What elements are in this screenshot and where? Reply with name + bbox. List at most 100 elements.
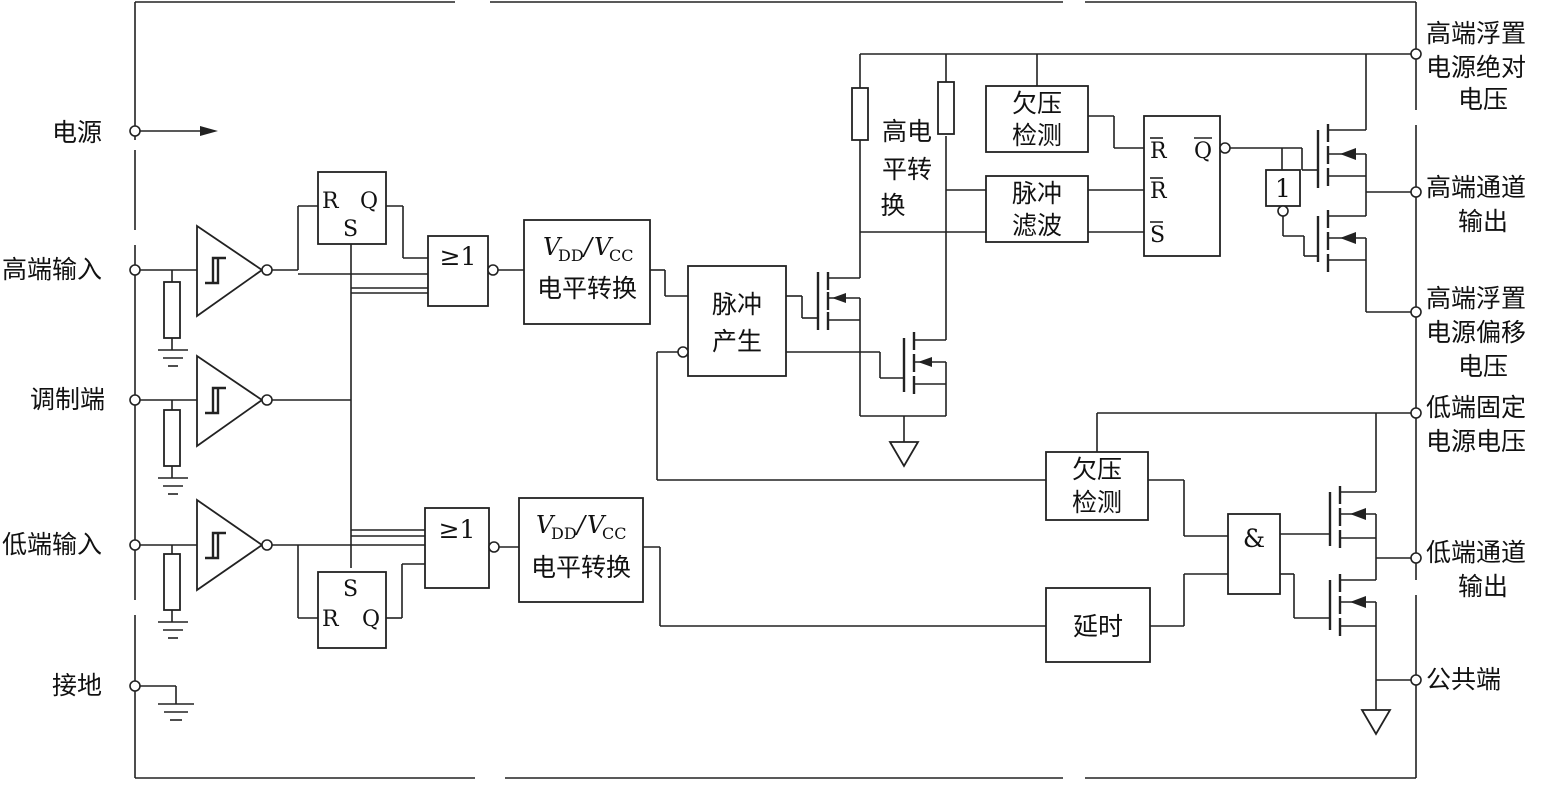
svg-text:高端浮置: 高端浮置: [1426, 284, 1526, 313]
svg-text:Q: Q: [362, 607, 380, 632]
arrow-icon: [200, 126, 218, 136]
pin-power: [129, 125, 141, 137]
pin-high-float-offset: [1410, 306, 1422, 318]
not-gate: [1265, 169, 1301, 207]
svg-text:S: S: [1150, 223, 1165, 248]
svg-text:电源绝对: 电源绝对: [1426, 53, 1526, 82]
level-shift-low: [518, 497, 644, 603]
svg-text:高端浮置: 高端浮置: [1426, 19, 1526, 48]
delay-block: [1045, 587, 1151, 663]
svg-text:电平转换: 电平转换: [537, 274, 637, 303]
input-stage-low: [140, 498, 273, 639]
input-stage-high: [140, 224, 273, 367]
resistor-icon: [163, 409, 181, 467]
svg-text:欠压: 欠压: [1012, 89, 1062, 118]
svg-text:/: /: [582, 233, 595, 261]
svg-text:DD: DD: [558, 246, 584, 265]
rs-latch-low: [317, 571, 387, 649]
svg-text:输出: 输出: [1458, 207, 1508, 236]
pulse-filter: [985, 175, 1089, 243]
svg-text:R: R: [322, 607, 340, 632]
svg-text:高电: 高电: [882, 117, 932, 146]
low-side-mosfet-pair: [1328, 413, 1416, 710]
svg-text:滤波: 滤波: [1012, 211, 1062, 240]
ground-icon: [888, 441, 920, 468]
svg-text:欠压: 欠压: [1072, 455, 1122, 484]
resistor-icon: [163, 553, 181, 611]
resistor-icon: [163, 281, 181, 339]
and-gate: [1227, 513, 1281, 595]
resistor-icon: [851, 87, 869, 141]
pin-low-fixed-supply: [1410, 407, 1422, 419]
pulse-generator: [687, 265, 787, 377]
svg-text:DD: DD: [551, 524, 577, 543]
svg-text:R: R: [1150, 139, 1168, 164]
pin-label-power: 电源: [52, 118, 102, 147]
svg-text:V: V: [587, 511, 607, 539]
svg-text:公共端: 公共端: [1426, 665, 1501, 694]
pin-ground: [129, 680, 141, 692]
or-gate-low: [424, 507, 490, 589]
ground-icon: [1360, 709, 1392, 736]
svg-text:≥1: ≥1: [440, 242, 477, 271]
hv-mosfet-2: [786, 136, 947, 416]
svg-text:换: 换: [880, 191, 905, 220]
svg-text:1: 1: [1275, 174, 1291, 203]
svg-text:输出: 输出: [1458, 572, 1508, 601]
svg-text:产生: 产生: [712, 327, 762, 356]
resistor-icon: [937, 81, 955, 135]
high-side-mosfet-pair: [1316, 54, 1416, 313]
svg-text:低端通道: 低端通道: [1426, 538, 1526, 567]
svg-text:电源电压: 电源电压: [1426, 427, 1526, 456]
svg-text:脉冲: 脉冲: [1012, 179, 1062, 208]
svg-text:S: S: [343, 217, 358, 242]
schmitt-buffer-icon: [196, 224, 264, 318]
svg-text:电平转换: 电平转换: [531, 553, 631, 582]
svg-text:Q: Q: [360, 189, 378, 214]
pin-label-modulation: 调制端: [30, 385, 105, 414]
ground-icon: [140, 685, 194, 721]
svg-text:高端通道: 高端通道: [1426, 173, 1526, 202]
svg-text:电压: 电压: [1458, 85, 1508, 114]
svg-text:R: R: [322, 189, 340, 214]
rs-latch-output: [1143, 115, 1221, 257]
svg-text:Q: Q: [1194, 139, 1212, 164]
pin-high-output: [1410, 186, 1422, 198]
svg-text:V: V: [594, 233, 614, 261]
svg-text:S: S: [343, 577, 358, 602]
svg-text:V: V: [536, 511, 556, 539]
schmitt-buffer-icon: [196, 498, 264, 592]
svg-text:≥1: ≥1: [439, 515, 476, 544]
pin-label-ground: 接地: [52, 671, 102, 700]
svg-text:V: V: [543, 233, 563, 261]
svg-text:检测: 检测: [1012, 121, 1062, 150]
pin-high-input: [129, 264, 141, 276]
svg-text:CC: CC: [602, 524, 626, 543]
svg-text:/: /: [575, 511, 588, 539]
chip-outline: [134, 1, 1417, 779]
svg-text:&: &: [1243, 524, 1265, 553]
or-gate-high: [427, 235, 489, 307]
svg-text:R: R: [1150, 179, 1168, 204]
pin-label-low-input: 低端输入: [2, 530, 102, 559]
pin-low-output: [1410, 552, 1422, 564]
svg-text:电源偏移: 电源偏移: [1426, 318, 1526, 347]
pin-low-input: [129, 539, 141, 551]
svg-text:电压: 电压: [1458, 352, 1508, 381]
input-stage-modulation: [140, 354, 273, 495]
pin-label-high-input: 高端输入: [2, 255, 102, 284]
pin-common: [1410, 674, 1422, 686]
svg-text:CC: CC: [609, 246, 633, 265]
svg-text:低端固定: 低端固定: [1426, 393, 1526, 422]
hv-mosfet-1: [786, 232, 861, 416]
svg-text:检测: 检测: [1072, 488, 1122, 517]
svg-text:平转: 平转: [882, 155, 932, 184]
rs-latch-high: [317, 171, 387, 245]
pin-high-float-abs: [1410, 48, 1422, 60]
pin-modulation: [129, 394, 141, 406]
svg-text:延时: 延时: [1073, 612, 1123, 641]
uv-detect-low: [1045, 451, 1149, 521]
level-shift-high: [523, 219, 651, 325]
schmitt-buffer-icon: [196, 354, 264, 448]
